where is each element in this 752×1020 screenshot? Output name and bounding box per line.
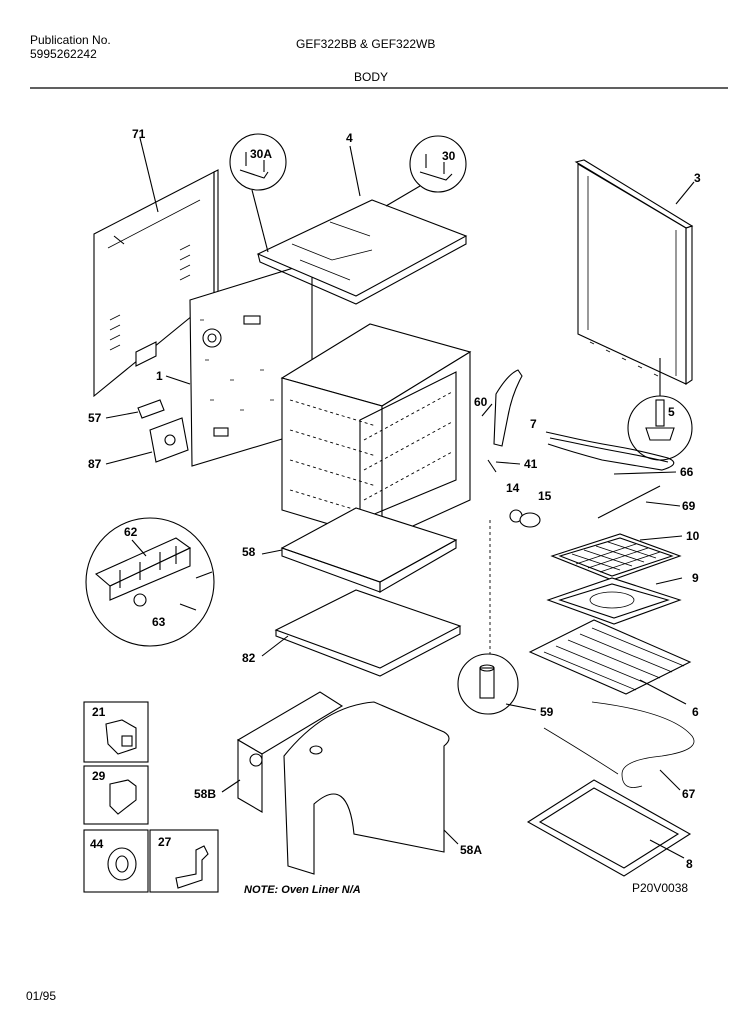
callout-69: 69 [682, 499, 696, 513]
box-21 [83, 701, 149, 763]
callout-10: 10 [686, 529, 700, 543]
bottom-panel-82 [261, 589, 462, 677]
model-number: GEF322BB & GEF322WB [296, 37, 436, 51]
callout-1: 1 [156, 369, 163, 383]
callout-21: 21 [92, 705, 106, 719]
callout-87: 87 [88, 457, 102, 471]
broiler-pan-part [546, 577, 683, 625]
box-27 [149, 829, 219, 893]
revision-date: 01/95 [26, 989, 57, 1003]
callout-58: 58 [242, 545, 256, 559]
oven-rack-part [528, 619, 692, 705]
detail-30a [229, 133, 287, 253]
callout-66: 66 [680, 465, 694, 479]
broil-element-part [597, 485, 681, 519]
callout-15: 15 [538, 489, 552, 503]
callout-29: 29 [92, 769, 106, 783]
callout-41: 41 [524, 457, 538, 471]
callout-7: 7 [530, 417, 537, 431]
bake-element-part [545, 431, 677, 475]
callout-4: 4 [346, 131, 353, 145]
oven-liner-note: NOTE: Oven Liner N/A [244, 884, 361, 896]
lamp-part [509, 509, 541, 528]
insulation-58a [283, 701, 459, 875]
callout-5: 5 [668, 405, 675, 419]
publication-number: 5995262242 [30, 47, 97, 61]
callout-58a: 58A [460, 843, 483, 857]
callout-8: 8 [686, 857, 693, 871]
top-cover-part [256, 145, 468, 305]
wire-harness-67 [543, 701, 695, 791]
callout-67: 67 [682, 787, 696, 801]
callout-6: 6 [692, 705, 699, 719]
callout-57: 57 [88, 411, 102, 425]
bake-element-bracket [481, 369, 523, 473]
callout-58b: 58B [194, 787, 217, 801]
section-title: BODY [354, 70, 389, 84]
terminal-block-detail [85, 517, 215, 647]
drawing-code: P20V0038 [632, 881, 689, 895]
callout-3: 3 [694, 171, 701, 185]
callout-71: 71 [132, 127, 146, 141]
rear-panel-part [93, 137, 219, 398]
callout-63: 63 [152, 615, 166, 629]
callout-60: 60 [474, 395, 488, 409]
detail-30 [385, 135, 467, 207]
callout-27: 27 [158, 835, 172, 849]
insulation-58b [221, 691, 344, 813]
callout-44: 44 [90, 837, 104, 851]
callout-82: 82 [242, 651, 256, 665]
callout-30: 30 [442, 149, 456, 163]
callout-30a: 30A [250, 147, 273, 161]
callout-9: 9 [692, 571, 699, 585]
oven-body-part [280, 323, 472, 557]
side-panel-part [574, 159, 695, 386]
callout-59: 59 [540, 705, 554, 719]
foot-detail-59 [457, 520, 537, 715]
broiler-grid-part [550, 533, 683, 581]
bracket-57-part [105, 399, 165, 419]
callout-62: 62 [124, 525, 138, 539]
callout-14: 14 [506, 481, 520, 495]
door-liner-8 [526, 779, 692, 877]
box-44 [83, 829, 149, 893]
publication-label: Publication No. [30, 33, 111, 47]
box-29 [83, 765, 149, 825]
leveling-leg-detail [627, 358, 693, 461]
bottom-insulation-58 [261, 507, 458, 593]
bracket-87-part [105, 417, 189, 465]
